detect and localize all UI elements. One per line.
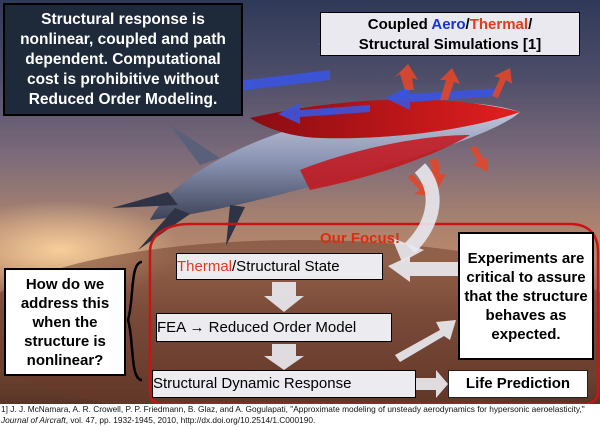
fea-rom-box: FEA → Reduced Order Model bbox=[156, 313, 392, 342]
left-brace bbox=[126, 260, 143, 382]
structural-dynamic-response-box: Structural Dynamic Response bbox=[152, 370, 416, 398]
citation: 1] J. J. McNamara, A. R. Crowell, P. P. … bbox=[0, 404, 600, 427]
nonlinear-question-box: How do we address this when the structur… bbox=[4, 268, 126, 376]
nonlinear-response-box: Structural response is nonlinear, couple… bbox=[3, 3, 243, 116]
feedback-arrow-head bbox=[392, 238, 424, 262]
feedback-arrow bbox=[404, 163, 440, 253]
flow-arrows bbox=[264, 256, 458, 398]
nonlinear-response-text: Structural response is nonlinear, couple… bbox=[20, 10, 226, 108]
aircraft-hot-underside bbox=[300, 135, 470, 190]
focus-outline bbox=[148, 222, 600, 404]
diagram-scene: Structural response is nonlinear, couple… bbox=[0, 0, 600, 404]
coupled-simulations-line1: Coupled Aero/Thermal/ bbox=[367, 16, 533, 33]
coupled-simulations-line2: Structural Simulations [1] bbox=[358, 36, 542, 53]
coupled-simulations-box: Coupled Aero/Thermal/ Structural Simulat… bbox=[320, 12, 580, 56]
citation-journal: Journal of Aircraft bbox=[1, 415, 66, 425]
thermal-word: Thermal bbox=[469, 16, 529, 33]
life-prediction-box: Life Prediction bbox=[448, 370, 588, 398]
thermal-structural-state-box: Thermal/Structural State bbox=[176, 253, 383, 280]
aircraft-fin-3 bbox=[226, 205, 245, 246]
thermal-word-flow: Thermal bbox=[177, 258, 233, 275]
experiments-box: Experiments are critical to assure that … bbox=[458, 232, 594, 360]
aero-word: Aero bbox=[431, 16, 466, 33]
our-focus-label: Our Focus! bbox=[320, 230, 401, 247]
aircraft-fin-1 bbox=[112, 192, 178, 208]
aircraft-tail bbox=[170, 125, 220, 165]
